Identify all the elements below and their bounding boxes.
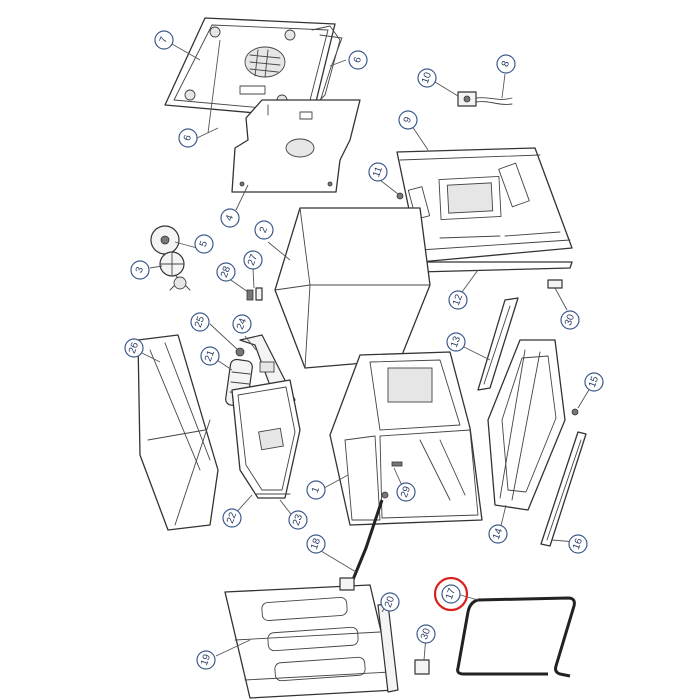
part-sensor [246, 287, 263, 301]
callout-3: 3 [130, 260, 150, 280]
svg-text:25: 25 [193, 314, 207, 329]
svg-text:15: 15 [587, 374, 601, 389]
svg-text:11: 11 [371, 165, 385, 179]
callout-24: 24 [232, 314, 252, 334]
svg-text:14: 14 [491, 526, 505, 541]
callout-30-upper: 30 [560, 310, 580, 330]
callout-22: 22 [222, 508, 242, 528]
svg-text:27: 27 [246, 252, 260, 267]
callout-17[interactable]: 17 [441, 584, 461, 604]
svg-text:16: 16 [571, 536, 585, 551]
callout-26: 26 [124, 338, 144, 358]
callout-16: 16 [568, 534, 588, 554]
callout-9: 9 [398, 110, 418, 130]
part-strip-12 [417, 261, 573, 273]
svg-text:6: 6 [352, 55, 364, 64]
part-screw-11 [396, 192, 404, 200]
svg-text:6: 6 [182, 133, 194, 142]
svg-text:9: 9 [402, 115, 414, 124]
callout-2: 2 [254, 220, 274, 240]
callout-11: 11 [368, 162, 388, 182]
svg-text:10: 10 [420, 70, 434, 85]
callout-29: 29 [396, 482, 416, 502]
part-clip-30-lower [414, 659, 430, 675]
callout-27: 27 [243, 250, 263, 270]
callout-12: 12 [448, 290, 468, 310]
svg-text:1: 1 [310, 485, 322, 494]
callout-20: 20 [380, 592, 400, 612]
part-fan [150, 225, 191, 291]
callout-15: 15 [584, 372, 604, 392]
callout-30-lower: 30 [416, 624, 436, 644]
svg-text:26: 26 [127, 340, 141, 355]
callout-7: 7 [154, 30, 174, 50]
callout-13: 13 [446, 332, 466, 352]
svg-text:13: 13 [449, 334, 463, 349]
part-side-panel-left [137, 334, 219, 531]
svg-text:12: 12 [451, 292, 465, 307]
callout-18: 18 [306, 534, 326, 554]
part-screw-15 [571, 408, 579, 416]
highlight-ring-17 [433, 576, 469, 612]
svg-text:24: 24 [235, 316, 249, 331]
callout-4: 4 [220, 208, 240, 228]
svg-text:2: 2 [258, 225, 270, 234]
callout-25: 25 [190, 312, 210, 332]
svg-text:20: 20 [383, 594, 397, 609]
svg-text:17: 17 [444, 586, 458, 601]
svg-text:30: 30 [563, 312, 577, 327]
callout-28: 28 [216, 262, 236, 282]
svg-text:8: 8 [500, 59, 512, 68]
svg-text:18: 18 [309, 536, 323, 551]
svg-text:29: 29 [399, 484, 413, 499]
callout-23: 23 [288, 510, 308, 530]
svg-text:21: 21 [203, 348, 217, 363]
callout-19: 19 [196, 650, 216, 670]
svg-text:30: 30 [419, 626, 433, 641]
callout-6-upper: 6 [348, 50, 368, 70]
callout-8: 8 [496, 54, 516, 74]
part-top-panel [396, 147, 573, 263]
svg-text:7: 7 [158, 35, 170, 44]
part-cable-18 [350, 499, 384, 583]
part-rear-bracket [207, 34, 343, 134]
callout-21: 21 [200, 346, 220, 366]
svg-text:28: 28 [219, 264, 233, 279]
part-bottom-panel [224, 577, 399, 699]
part-main-frame [329, 351, 483, 526]
part-cavity-liner [274, 207, 431, 369]
callout-6-lower: 6 [178, 128, 198, 148]
part-door-frame [487, 339, 566, 511]
part-door-strip [540, 431, 587, 547]
part-clip-30-upper [547, 279, 563, 289]
callout-1: 1 [306, 480, 326, 500]
part-rear-panel [231, 99, 361, 193]
part-connector [457, 91, 513, 107]
svg-text:4: 4 [224, 213, 236, 222]
svg-text:5: 5 [198, 239, 210, 248]
part-side-wall [231, 379, 301, 499]
part-gasket-17 [456, 596, 576, 678]
svg-text:23: 23 [291, 512, 305, 527]
callout-10: 10 [417, 68, 437, 88]
svg-text:22: 22 [225, 510, 239, 525]
part-top-cover [164, 17, 341, 119]
svg-text:3: 3 [134, 265, 146, 274]
svg-text:19: 19 [199, 652, 213, 667]
part-strip-13 [477, 297, 519, 391]
callout-5: 5 [194, 234, 214, 254]
callout-14: 14 [488, 524, 508, 544]
